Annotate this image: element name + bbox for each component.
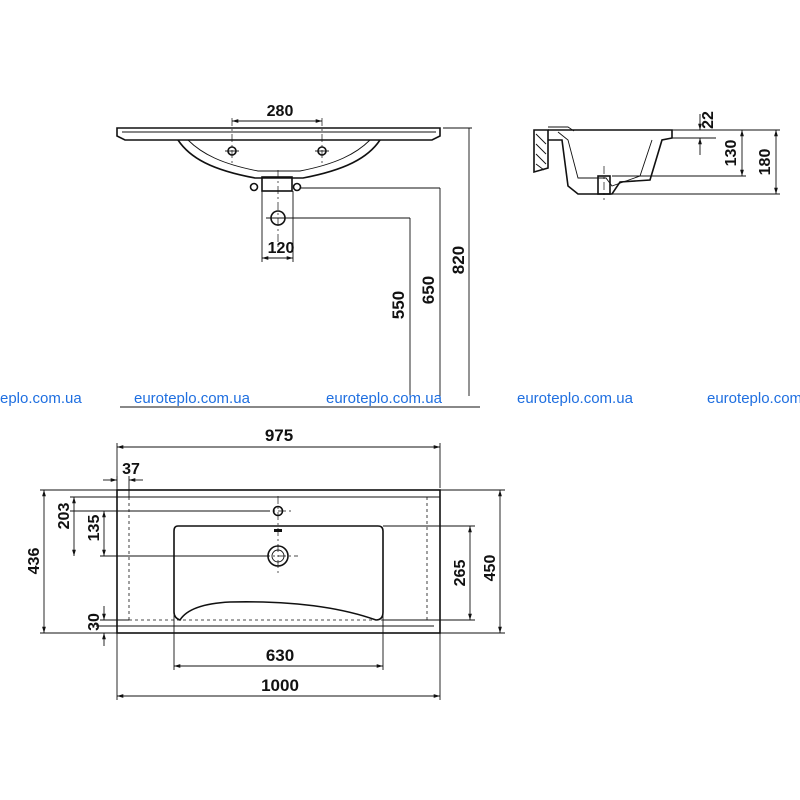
- dim-265-label: 265: [452, 560, 469, 587]
- dim-450-label: 450: [482, 555, 499, 582]
- waste-fitting-left: [249, 182, 259, 192]
- side-basin-profile: [548, 129, 673, 195]
- bowl-outline: [173, 525, 384, 621]
- watermark-row: eplo.com.ua euroteplo.com.ua euroteplo.c…: [0, 390, 800, 407]
- watermark-text: euroteplo.com.ua: [707, 390, 800, 407]
- dim-436-label: 436: [26, 548, 43, 575]
- top-view: 975 37 203 135 436 30 26: [26, 426, 505, 700]
- dim-1000-label: 1000: [261, 676, 299, 695]
- dim-30-label: 30: [86, 613, 103, 631]
- dim-975-label: 975: [265, 426, 293, 445]
- basin-rim-outline: [116, 127, 441, 141]
- dim-22-label: 22: [700, 111, 717, 129]
- watermark-text: euroteplo.com.ua: [326, 390, 443, 407]
- bowl-inner-line: [187, 139, 371, 172]
- basin-bowl-outline: [177, 139, 381, 179]
- dim-120-label: 120: [268, 240, 295, 257]
- waste-fitting-right: [292, 182, 302, 192]
- dim-820-label: 820: [449, 246, 468, 274]
- waste-outlet: [261, 176, 293, 192]
- dim-630-label: 630: [266, 646, 294, 665]
- basin-top-outline: [116, 489, 441, 634]
- dim-550-label: 550: [389, 291, 408, 319]
- dim-130-label: 130: [723, 140, 740, 167]
- dim-280-label: 280: [267, 103, 294, 120]
- watermark-text: euroteplo.com.ua: [134, 390, 251, 407]
- watermark-text: eplo.com.ua: [0, 390, 82, 407]
- dim-203-label: 203: [56, 503, 73, 530]
- dim-650-label: 650: [419, 276, 438, 304]
- dim-37-label: 37: [122, 461, 140, 478]
- front-view: 280 120 550 650 820: [116, 103, 480, 408]
- wall-bracket: [533, 129, 549, 174]
- watermark-text: euroteplo.com.ua: [517, 390, 634, 407]
- dim-135-label: 135: [86, 515, 103, 542]
- dim-180-label: 180: [757, 149, 774, 176]
- side-view: 22 130 180: [533, 111, 780, 200]
